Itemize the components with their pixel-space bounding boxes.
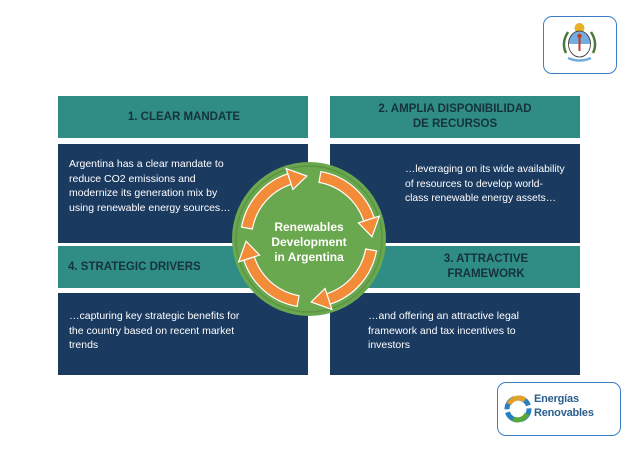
quadrant-body: …and offering an attractive legal framew…	[330, 293, 580, 375]
center-line: Development	[271, 235, 347, 249]
cycle-center-label: Renewables Development in Argentina	[258, 220, 360, 265]
quadrant-title: 4. STRATEGIC DRIVERS	[68, 260, 201, 273]
body-line: Argentina has a clear mandate to	[69, 158, 224, 170]
body-line: class renewable energy assets…	[405, 193, 557, 204]
coat-of-arms-icon	[562, 23, 597, 62]
energias-renovables-logo: Energías Renovables	[497, 382, 621, 436]
cycle-arrows	[237, 167, 381, 311]
cycle-arrow-head	[237, 240, 261, 263]
body-line: trends	[69, 339, 99, 351]
cycle-outer-edge	[235, 165, 383, 313]
cycle-arrow-head	[357, 215, 381, 238]
quadrant-title: DE RECURSOS	[412, 118, 498, 130]
logo-line-2: Renovables	[534, 407, 594, 419]
body-line: investors	[368, 339, 411, 351]
quadrant-header: 1. CLEAR MANDATE	[58, 96, 308, 138]
renewables-cycle-diagram	[230, 160, 388, 318]
body-line: reduce CO2 emissions and	[69, 172, 196, 185]
body-line: …and offering an attractive legal	[368, 310, 519, 322]
quadrant-header: 2. AMPLIA DISPONIBILIDAD DE RECURSOS	[330, 96, 580, 138]
center-line: Renewables	[274, 220, 344, 234]
quadrant-body: …capturing key strategic benefits for th…	[58, 293, 308, 375]
cycle-arrow-head	[285, 167, 308, 191]
renewables-swirl-icon	[504, 395, 532, 423]
coat-of-arms-emblem	[543, 16, 617, 74]
quadrant-title: FRAMEWORK	[447, 268, 525, 280]
body-line: of resources to develop world-	[405, 178, 543, 190]
cycle-arrow-head	[310, 287, 333, 311]
quadrant-title: 3. ATTRACTIVE	[443, 253, 529, 265]
cycle-green-disc	[232, 162, 386, 316]
body-line: framework and tax incentives to	[368, 324, 516, 337]
logo-line-1: Energías	[534, 393, 579, 405]
body-line: …leveraging on its wide availability	[405, 164, 565, 175]
body-line: modernize its generation mix by	[69, 187, 218, 199]
quadrant-title: 2. AMPLIA DISPONIBILIDAD	[378, 103, 532, 115]
body-line: using renewable energy sources…	[69, 201, 231, 214]
body-line: the country based on recent market	[69, 324, 235, 337]
body-line: …capturing key strategic benefits for	[69, 310, 240, 322]
center-line: in Argentina	[274, 250, 344, 264]
quadrant-title: 1. CLEAR MANDATE	[127, 110, 241, 123]
